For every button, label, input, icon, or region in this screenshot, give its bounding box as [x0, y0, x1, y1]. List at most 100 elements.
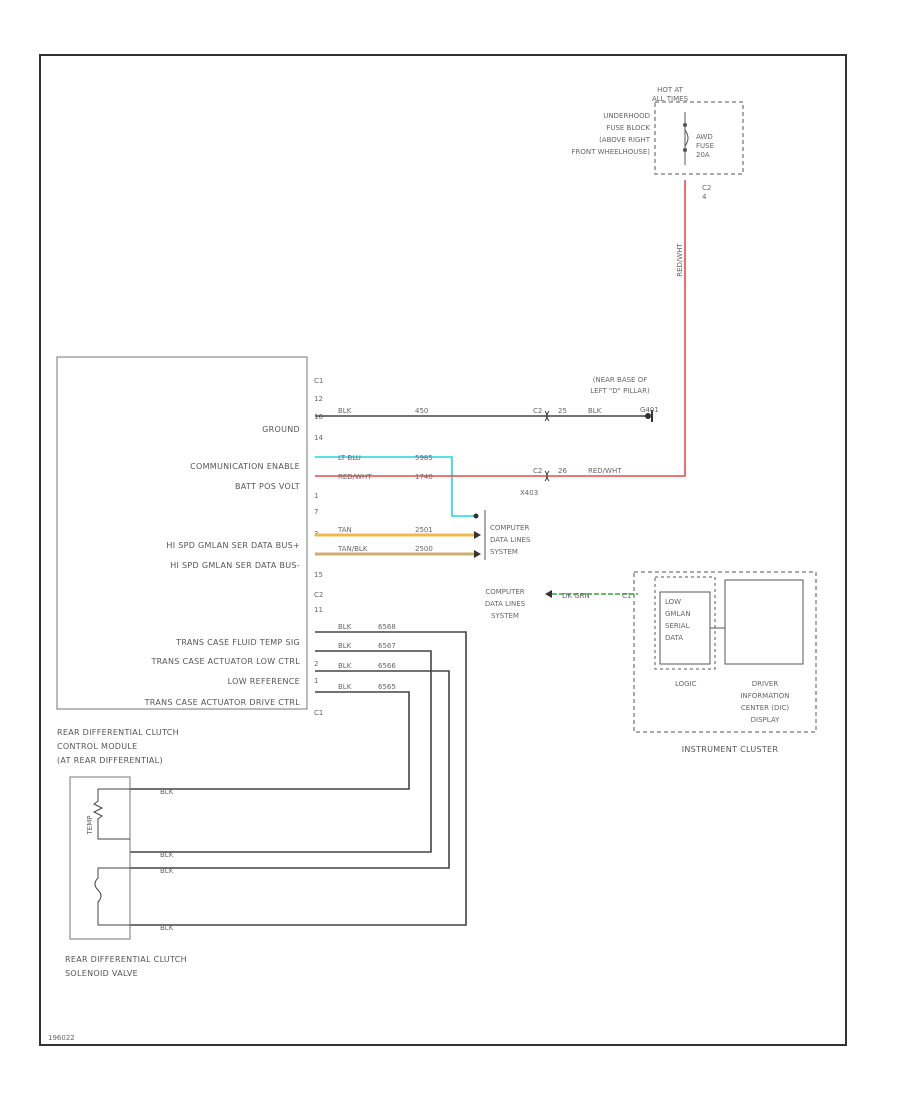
- red-power-wire: [548, 180, 686, 477]
- label-batt-pos: BATT POS VOLT: [235, 482, 300, 491]
- cluster-wire-color: DK GRN: [562, 592, 590, 600]
- module-circuit-labels: GROUND COMMUNICATION ENABLE BATT POS VOL…: [144, 425, 301, 707]
- pin-1-a: 1: [314, 492, 318, 500]
- actuator-low-color: BLK: [338, 642, 352, 650]
- module-name-2: CONTROL MODULE: [57, 742, 138, 751]
- fluid-temp-wire: [130, 631, 467, 926]
- serial-box-3: SERIAL: [665, 622, 690, 630]
- batt-inline-connector-icon: [544, 470, 550, 482]
- solenoid-name-2: SOLENOID VALVE: [65, 969, 138, 978]
- label-hs-can-minus: HI SPD GMLAN SER DATA BUS-: [170, 561, 300, 570]
- fuse-conn-pin-2: 4: [702, 193, 707, 201]
- module-name-1: REAR DIFFERENTIAL CLUTCH: [57, 728, 179, 737]
- low-ref-color: BLK: [338, 662, 352, 670]
- serial-box-4: DATA: [665, 634, 683, 642]
- can-minus-color: TAN/BLK: [337, 545, 368, 553]
- comm-enable-wire: [315, 456, 474, 517]
- data-lines-1-b: DATA LINES: [490, 536, 531, 544]
- pin-7: 7: [314, 508, 318, 516]
- dic-label-2: INFORMATION: [740, 692, 789, 700]
- fuse-block-label-4: FRONT WHEELHOUSE): [571, 148, 650, 156]
- solenoid-circuits: BLK 6568 BLK 6567 BLK 6566 BLK 6565 BLK …: [130, 623, 467, 932]
- comm-wire-circuit: 5985: [415, 454, 433, 462]
- label-hs-can-plus: HI SPD GMLAN SER DATA BUS+: [166, 541, 300, 550]
- can-plus-circuit: 2501: [415, 526, 433, 534]
- data-lines-2-a: COMPUTER: [485, 588, 524, 596]
- actuator-low-wire: [130, 650, 432, 853]
- batt-connector-id: C2: [533, 467, 542, 475]
- pin-15: 15: [314, 571, 323, 579]
- batt-wire-circuit: 1740: [415, 473, 433, 481]
- fuse-terminal-bottom: [683, 148, 687, 152]
- ground-connector-pin: 25: [558, 407, 567, 415]
- can-plus-color: TAN: [337, 526, 352, 534]
- low-ref-wire: [130, 670, 450, 869]
- batt-wire-color: RED/WHT: [338, 473, 372, 481]
- fuse-block-label-3: (ABOVE RIGHT: [599, 136, 651, 144]
- fuse-block-label-2: FUSE BLOCK: [606, 124, 650, 132]
- cluster-logic-outline: [654, 576, 716, 670]
- can-minus-arrow-icon: [474, 550, 481, 558]
- ground-inline-connector-icon: [544, 410, 550, 422]
- pin-2: 2: [314, 660, 318, 668]
- label-actuator-drive: TRANS CASE ACTUATOR DRIVE CTRL: [144, 698, 301, 707]
- solenoid-box: [69, 776, 131, 940]
- fuse-label-2: FUSE: [696, 142, 714, 150]
- fuse-conn-pin-1: C2: [702, 184, 711, 192]
- can-bus-circuits: TAN 2501 TAN/BLK 2500 COMPUTER DATA LINE…: [315, 510, 531, 560]
- ground-terminal-icon: [645, 413, 651, 419]
- pin-11: 11: [314, 606, 323, 614]
- ground-location-2: LEFT "D" PILLAR): [590, 387, 650, 395]
- ground-wire-color: BLK: [338, 407, 352, 415]
- module-box: [56, 356, 308, 710]
- solenoid-coil-icon: [94, 867, 130, 926]
- dic-label-4: DISPLAY: [751, 716, 780, 724]
- solenoid-wire-color-1: BLK: [160, 788, 174, 796]
- batt-connector-pin: 26: [558, 467, 567, 475]
- solenoid-wire-color-3: BLK: [160, 867, 174, 875]
- serial-box-1: LOW: [665, 598, 681, 606]
- footer-code: 196022: [48, 1034, 75, 1042]
- hot-label-1: HOT AT: [657, 86, 684, 94]
- label-ground: GROUND: [262, 425, 300, 434]
- fuse-terminal-top: [683, 123, 687, 127]
- comm-enable-circuit: LT BLU 5985: [315, 454, 479, 519]
- power-source: HOT AT ALL TIMES UNDERHOOD FUSE BLOCK (A…: [571, 86, 744, 277]
- batt-wire-after: RED/WHT: [588, 467, 622, 475]
- dic-display-box: [724, 579, 804, 665]
- pin-c2: C2: [314, 591, 323, 599]
- fuse-label-1: AWD: [696, 133, 713, 141]
- data-lines-1-a: COMPUTER: [490, 524, 529, 532]
- pin-12: 12: [314, 395, 323, 403]
- cluster-outline: [633, 571, 817, 733]
- solenoid-name-1: REAR DIFFERENTIAL CLUTCH: [65, 955, 187, 964]
- pin-c1-bottom: C1: [314, 709, 323, 717]
- batt-pos-circuit: RED/WHT 1740 C2 26 RED/WHT X403: [315, 467, 622, 497]
- can-plus-arrow-icon: [474, 531, 481, 539]
- power-wire-color: RED/WHT: [676, 243, 684, 277]
- temp-sensor-icon: [92, 789, 130, 840]
- cluster-logic-label: LOGIC: [675, 680, 697, 688]
- ground-connector-id: C2: [533, 407, 542, 415]
- low-ref-circuit: 6566: [378, 662, 396, 670]
- actuator-drive-color: BLK: [338, 683, 352, 691]
- ground-id: G401: [640, 406, 659, 414]
- solenoid-valve: TEMP REAR DIFFERENTIAL CLUTCH SOLENOID V…: [65, 776, 187, 978]
- fuse-label-3: 20A: [696, 151, 710, 159]
- solenoid-wire-color-4: BLK: [160, 924, 174, 932]
- ground-circuit: BLK 450 C2 25 BLK (NEAR BASE OF LEFT "D"…: [315, 376, 659, 422]
- can-minus-circuit: 2500: [415, 545, 433, 553]
- fuse-block-label-1: UNDERHOOD: [603, 112, 650, 120]
- actuator-drive-wire: [130, 691, 410, 790]
- label-comm-enable: COMMUNICATION ENABLE: [190, 462, 300, 471]
- fuse-block-outline: [654, 101, 744, 175]
- data-lines-1-c: SYSTEM: [490, 548, 518, 556]
- cluster-name: INSTRUMENT CLUSTER: [682, 745, 779, 754]
- module-pin-numbers: C1 12 16 14 1 7 3 15 C2 11 2 1 C1: [314, 377, 323, 717]
- pin-c1-top: C1: [314, 377, 323, 385]
- temp-sensor-label: TEMP: [86, 816, 94, 836]
- data-lines-2-b: DATA LINES: [485, 600, 526, 608]
- pin-16: 16: [314, 413, 323, 421]
- data-lines-2-c: SYSTEM: [491, 612, 519, 620]
